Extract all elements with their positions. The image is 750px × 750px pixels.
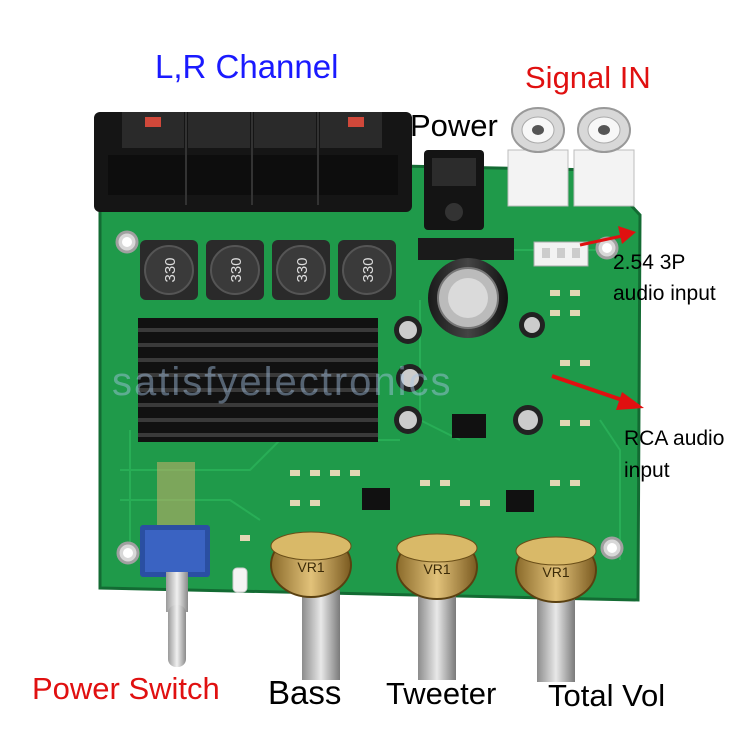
inductor-1: 330 (140, 240, 198, 300)
total-vol-label: Total Vol (548, 678, 666, 713)
rca-jack-left (507, 107, 569, 207)
3pin-audio-header (533, 241, 589, 267)
rca-label-line1: RCA audio (624, 427, 725, 450)
inductor-3: 330 (272, 240, 330, 300)
mounting-hole-bottom-left (116, 541, 140, 565)
smd-components (240, 290, 590, 541)
mounting-hole-bottom-right (600, 536, 624, 560)
rca-label-line2: input (624, 459, 670, 482)
mounting-hole-top-left (115, 230, 139, 254)
header-label-line2: audio input (613, 282, 716, 305)
svg-text:330: 330 (228, 257, 245, 282)
header-label-line1: 2.54 3P (613, 251, 686, 274)
speaker-terminal-block (94, 112, 412, 212)
watermark-text: satisfyelectronics (112, 360, 453, 404)
svg-text:330: 330 (294, 257, 311, 282)
small-ic (362, 414, 534, 512)
led-indicator (232, 567, 248, 593)
main-capacitor (428, 258, 508, 338)
arrow-rca (551, 374, 644, 410)
svg-text:VR1: VR1 (297, 559, 324, 575)
potentiometer-tweeter: VR1 (396, 533, 478, 680)
signal-in-label: Signal IN (525, 60, 651, 95)
small-capacitor (394, 312, 545, 435)
power-label: Power (410, 108, 498, 143)
svg-text:330: 330 (360, 257, 377, 282)
heatsink (138, 318, 378, 442)
lr-channel-label: L,R Channel (155, 48, 339, 85)
inductor-2: 330 (206, 240, 264, 300)
dc-power-jack (424, 150, 484, 230)
potentiometer-total-vol: VR1 (515, 536, 597, 682)
inductor-4: 330 (338, 240, 396, 300)
svg-text:VR1: VR1 (423, 561, 450, 577)
mounting-hole-top-right (595, 236, 619, 260)
amplifier-ic (418, 238, 514, 260)
potentiometer-bass: VR1 (270, 531, 352, 680)
power-switch-label: Power Switch (32, 671, 220, 706)
tweeter-label: Tweeter (386, 676, 497, 711)
bass-label: Bass (268, 674, 342, 711)
rca-jack-right (573, 107, 635, 207)
svg-text:VR1: VR1 (542, 564, 569, 580)
svg-text:330: 330 (162, 257, 179, 282)
power-switch (140, 462, 210, 667)
arrow-header (579, 226, 636, 247)
